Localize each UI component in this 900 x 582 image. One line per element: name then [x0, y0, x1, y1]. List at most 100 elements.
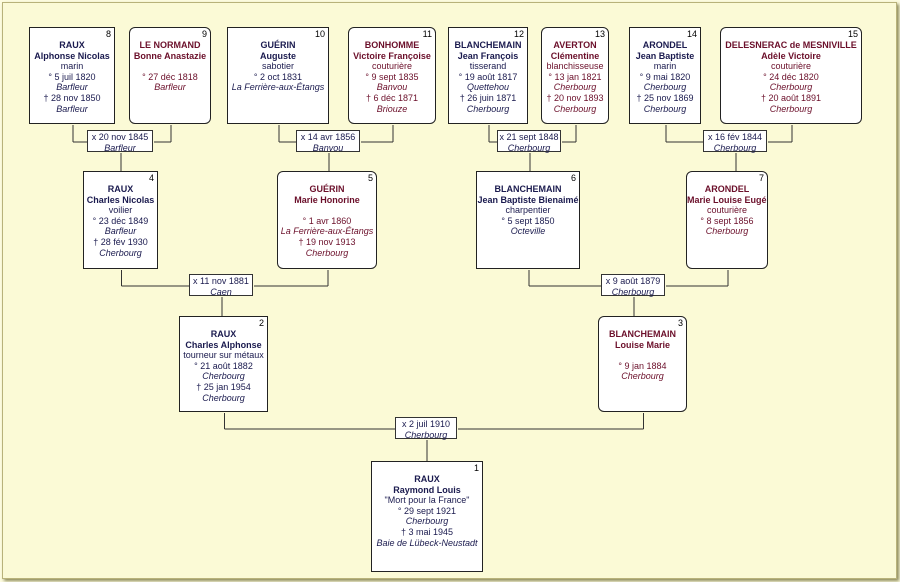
sosa-number: 5 [367, 173, 373, 183]
marriage-date: x 11 nov 1881 [193, 276, 249, 286]
sosa-number: 11 [422, 29, 432, 39]
person-detail: † 19 nov 1913 [298, 236, 356, 247]
person-detail: ° 9 jan 1884 [618, 360, 667, 371]
person-place: La Ferrière-aux-Étangs [231, 82, 325, 93]
sosa-number: 13 [594, 29, 605, 39]
person-name: Charles Nicolas [86, 194, 155, 205]
person-detail: † 28 nov 1850 [43, 92, 101, 103]
person-place: Quettehou [466, 82, 510, 93]
person-detail: ° 19 août 1817 [458, 71, 518, 82]
sosa-number: 3 [677, 318, 683, 328]
person-place: Cherbourg [305, 247, 349, 258]
person-name: DELESNERAC de MESNIVILLE [725, 40, 857, 50]
person-name: Charles Alphonse [185, 339, 262, 350]
marriage-place: Caen [210, 286, 232, 297]
person-detail: blanchisseuse [546, 61, 604, 72]
person-name: BLANCHEMAIN [609, 329, 676, 339]
sosa-number: 8 [105, 29, 111, 39]
person-name: RAUX [210, 329, 237, 339]
marriage-place: Cherbourg [507, 142, 551, 153]
person-place: Barfleur [154, 82, 186, 93]
person-detail: † 28 fév 1930 [93, 236, 148, 247]
person-name: RAUX [59, 40, 85, 50]
person-name: ARONDEL [642, 40, 688, 50]
person-place: Cherbourg [643, 103, 687, 114]
person-name: Raymond Louis [393, 484, 461, 495]
person-detail: ° 9 mai 1820 [639, 71, 691, 82]
person-detail: ° 27 déc 1818 [142, 71, 198, 82]
person-detail: ° 5 sept 1850 [501, 215, 555, 226]
sosa-number: 15 [847, 29, 858, 39]
marriage-date: x 14 avr 1856 [300, 132, 356, 142]
person-detail: couturière [706, 205, 748, 216]
person-name: Jean Baptiste Bienaimé [477, 194, 579, 205]
person-detail: ° 21 août 1882 [194, 360, 253, 371]
person-place: Cherbourg [705, 226, 749, 237]
person-name: Clémentine [550, 50, 600, 61]
sosa-number: 1 [473, 463, 479, 473]
person-detail [130, 61, 210, 72]
person-detail: tisserand [469, 61, 507, 72]
person-place: Barfleur [56, 82, 88, 93]
person-name: Victoire Françoise [353, 50, 431, 61]
person-detail: ° 5 juil 1820 [48, 71, 96, 82]
marriage-date: x 16 fév 1844 [707, 132, 763, 142]
marriage-date: x 21 sept 1848 [499, 132, 559, 142]
marriage-place: Banvou [312, 142, 344, 153]
person-name: ARONDEL [704, 184, 750, 194]
person-place: Briouze [376, 103, 408, 114]
marriage-place: Barfleur [104, 142, 136, 153]
person-name: AVERTON [553, 40, 597, 50]
person-place: Banvou [376, 82, 408, 93]
person-name: Jean François [457, 50, 519, 61]
person-detail: ° 23 déc 1849 [92, 215, 149, 226]
person-place: Cherbourg [553, 103, 597, 114]
person-detail: † 6 déc 1871 [365, 92, 419, 103]
person-detail: ° 1 avr 1860 [302, 215, 352, 226]
person-name: BLANCHEMAIN [494, 184, 562, 194]
marriage-date: x 9 août 1879 [605, 276, 661, 286]
person-place: Cherbourg [553, 82, 597, 93]
person-name: Auguste [260, 50, 296, 61]
person-name: Alphonse Nicolas [34, 50, 110, 61]
person-detail: † 26 juin 1871 [459, 92, 517, 103]
person-place: Cherbourg [99, 247, 142, 258]
person-name: RAUX [107, 184, 134, 194]
marriage-place: Cherbourg [713, 142, 757, 153]
marriage-date: x 20 nov 1845 [91, 132, 149, 142]
person-detail: ° 24 déc 1820 [763, 71, 819, 82]
person-detail: ° 8 sept 1856 [700, 215, 754, 226]
person-detail: ° 2 oct 1831 [253, 71, 303, 82]
person-place: Cherbourg [202, 371, 245, 382]
sosa-number: 6 [570, 173, 576, 183]
person-detail: marin [653, 61, 677, 72]
marriage-date: x 2 juil 1910 [401, 419, 451, 429]
person-name: BLANCHEMAIN [454, 40, 522, 50]
person-detail: ° 29 sept 1921 [397, 505, 457, 516]
person-name: Bonne Anastazie [133, 50, 207, 61]
person-name: Marie Louise Eugénie [687, 194, 767, 205]
person-detail: † 25 jan 1954 [196, 381, 251, 392]
